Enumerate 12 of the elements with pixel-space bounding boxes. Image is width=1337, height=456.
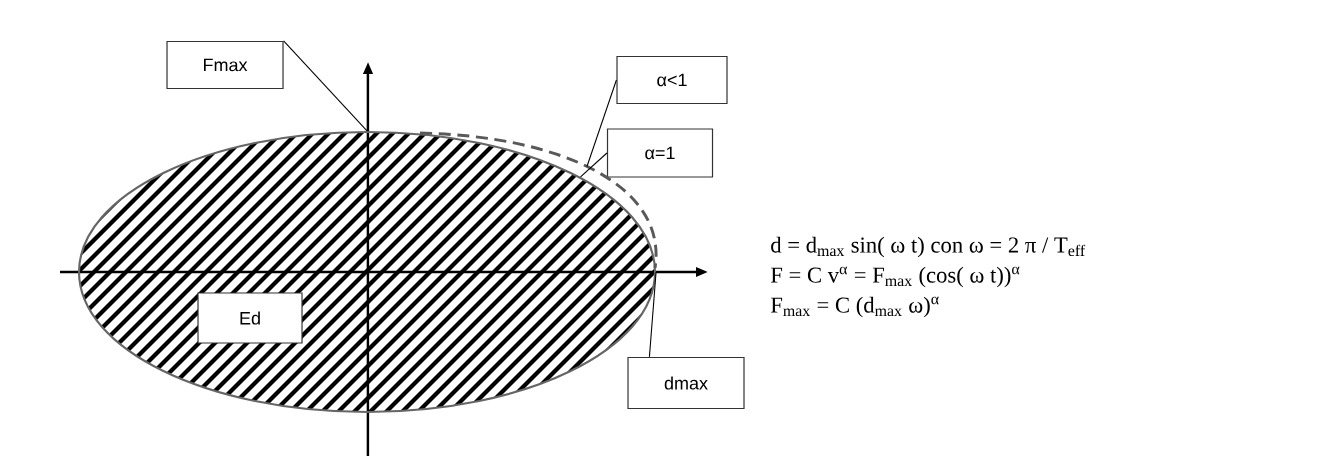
formula-line: d = d$_{max}$ sin( ω t) con ω = 2 π / T$_{eff}$ [771, 236, 1086, 258]
label-box: α=1 [606, 128, 714, 178]
label-box: α<1 [616, 55, 728, 105]
label-box: Fmax [166, 40, 284, 90]
leader-line [586, 79, 617, 167]
formula-line: F = C v$^{α}$ = F$_{max}$ (cos( ω t))$^{α}$ [770, 266, 1020, 288]
label-box: Ed [197, 292, 303, 344]
formula-line: F$_{max}$ = C (d$_{max}$ ω)$^{α}$ [770, 296, 939, 318]
leader-line [283, 40, 368, 132]
label-box: dmax [627, 356, 745, 410]
leader-line [580, 152, 608, 178]
leader-line [648, 271, 657, 358]
